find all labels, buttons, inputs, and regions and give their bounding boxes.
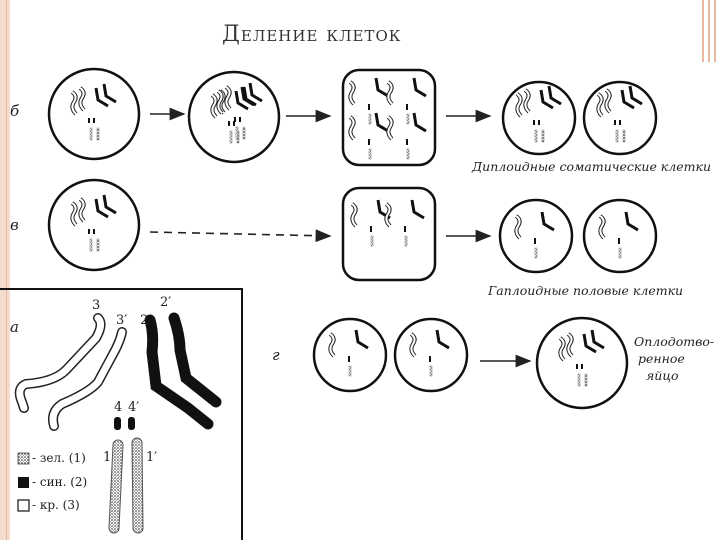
cell-v2-dividing (343, 188, 435, 280)
caption-diploid: Диплоидные соматические клетки (472, 159, 711, 174)
row-b-cells (49, 69, 656, 165)
legend-swatch-red (18, 500, 29, 511)
row-label-g: г (272, 346, 280, 364)
row-label-a: а (10, 318, 19, 336)
cell-b5 (584, 82, 656, 154)
caption-fertilized-line3: яйцо (646, 367, 714, 384)
row-label-b: б (10, 102, 19, 120)
cell-v3 (500, 200, 572, 272)
chromosome-number-3: 3 (92, 298, 100, 313)
caption-fertilized-line2: ренное (638, 350, 714, 367)
chromosome-number-4p: 4′ (128, 400, 139, 415)
legend-red-label: - кр. (3) (32, 498, 80, 512)
chromosome-number-1: 1 (103, 450, 111, 465)
legend-blue-label: - син. (2) (32, 475, 87, 489)
cell-v4 (584, 200, 656, 272)
chromosome-number-3p: 3′ (116, 313, 127, 328)
row-v-cells (49, 180, 656, 280)
row-label-v: в (10, 216, 19, 234)
cell-g3-fertilized (537, 318, 627, 408)
chromosome-number-1p: 1′ (146, 450, 157, 465)
legend-green-label: - зел. (1) (32, 451, 86, 465)
cell-b1 (49, 69, 139, 159)
row-g-cells (314, 318, 627, 408)
chromosome-number-4: 4 (114, 400, 122, 415)
cell-g1 (314, 319, 386, 391)
chromosome-number-2: 2 (140, 313, 148, 328)
cell-v1 (49, 180, 139, 270)
caption-fertilized-line1: Оплодотво- (634, 333, 714, 350)
caption-fertilized: Оплодотво- ренное яйцо (634, 333, 714, 384)
cell-b4 (503, 82, 575, 154)
chromosome-number-2p: 2′ (160, 295, 171, 310)
cell-g2 (395, 319, 467, 391)
legend-swatch-green (18, 453, 29, 464)
caption-haploid: Гаплоидные половые клетки (488, 283, 683, 298)
arrow-v1-dashed (150, 232, 330, 236)
legend-swatch-blue (18, 477, 29, 488)
